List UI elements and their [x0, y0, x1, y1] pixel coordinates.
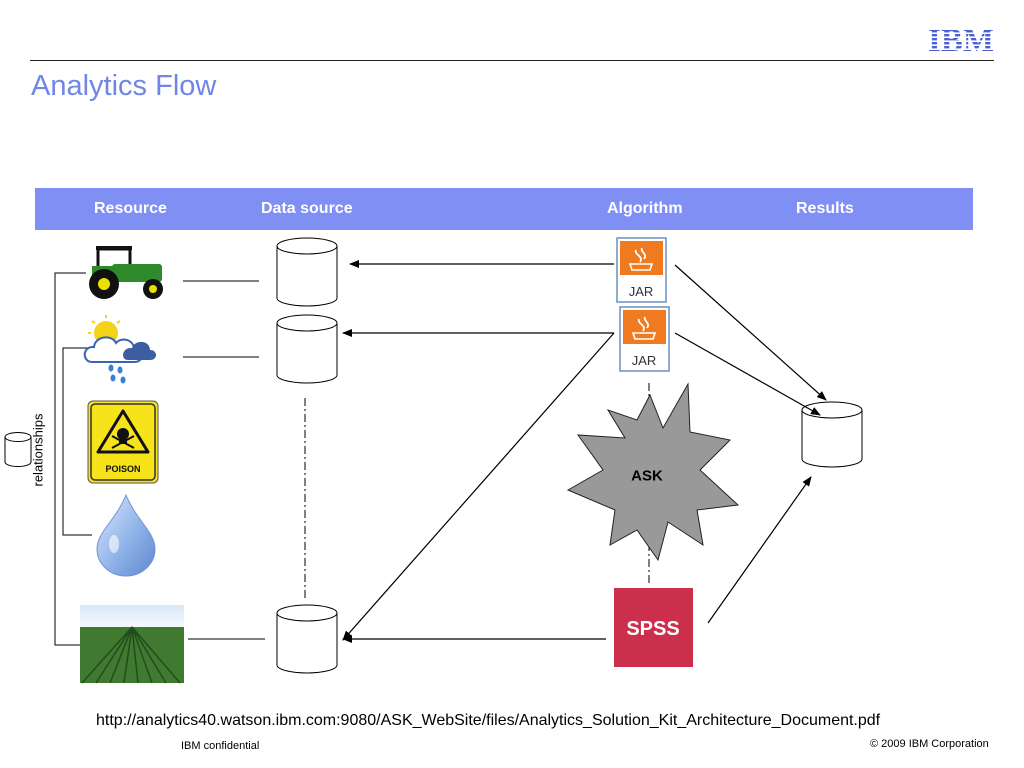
column-header-algorithm: Algorithm: [607, 200, 683, 217]
jar-label-2: JAR: [632, 353, 657, 368]
relationships-cylinder-icon: [4, 432, 32, 467]
arrow-spss-to-results: [707, 476, 812, 624]
spss-label: SPSS: [626, 618, 679, 640]
page-title: Analytics Flow: [31, 70, 217, 102]
ibm-logo: IBM: [928, 23, 994, 54]
arrow-jar2-to-results: [674, 332, 821, 416]
jar-file-icon-1: JAR: [616, 237, 667, 303]
tractor-icon: [89, 246, 163, 299]
svg-text:IBM: IBM: [928, 23, 994, 54]
jar-label-1: JAR: [629, 284, 654, 299]
poison-sign-icon: POISON: [87, 400, 159, 484]
poison-sign-text: POISON: [105, 464, 140, 474]
spss-logo-icon: SPSS: [614, 588, 693, 667]
data-source-cylinder-2: [276, 314, 338, 384]
results-cylinder: [801, 401, 863, 468]
jar-file-icon-2: JAR: [619, 306, 670, 372]
source-url: http://analytics40.watson.ibm.com:9080/A…: [96, 712, 881, 729]
copyright-notice: © 2009 IBM Corporation: [870, 738, 989, 750]
column-header-resource: Resource: [94, 200, 167, 217]
arrow-jar2-to-datasource3: [342, 332, 615, 641]
ask-starburst: [566, 382, 740, 562]
weather-icon: [83, 315, 156, 384]
column-header-results: Results: [796, 200, 854, 217]
water-drop-icon: [96, 493, 156, 577]
confidential-notice: IBM confidential: [181, 740, 260, 752]
title-divider: [30, 60, 994, 61]
arrow-jar1-to-results: [674, 264, 827, 401]
data-source-cylinder-1: [276, 237, 338, 307]
field-photo-icon: [80, 605, 184, 684]
relationships-bracket: [54, 272, 92, 646]
column-header-data-source: Data source: [261, 200, 353, 217]
column-header-band: [35, 188, 973, 230]
ask-label: ASK: [631, 467, 663, 485]
relationships-label: relationships: [30, 413, 46, 487]
data-source-cylinder-3: [276, 604, 338, 674]
